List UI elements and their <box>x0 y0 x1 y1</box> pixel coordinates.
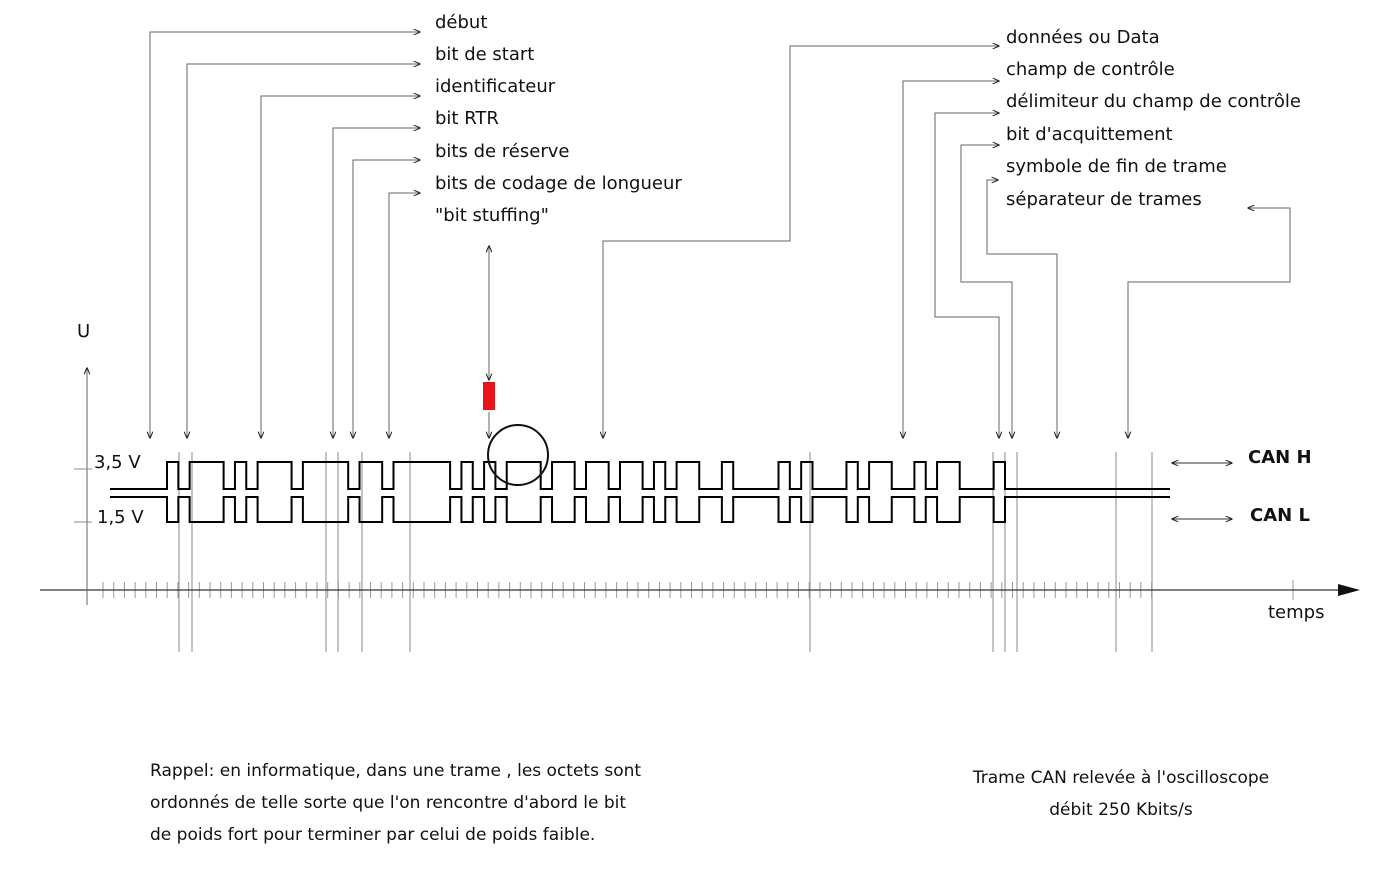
reminder-line: de poids fort pour terminer par celui de… <box>150 825 596 845</box>
caption-title: Trame CAN relevée à l'oscilloscope <box>972 768 1270 788</box>
label-bit-rtr: bit RTR <box>435 108 499 129</box>
reminder-line: Rappel: en informatique, dans une trame … <box>150 761 642 781</box>
label-delimiteur: délimiteur du champ de contrôle <box>1006 91 1301 112</box>
label-separateur: séparateur de trames <box>1006 189 1202 210</box>
label-acquittement: bit d'acquittement <box>1006 124 1173 145</box>
caption-bitrate: débit 250 Kbits/s <box>1049 800 1193 820</box>
reminder-note: Rappel: en informatique, dans une trame … <box>150 755 641 851</box>
annotation-connectors <box>150 32 1291 438</box>
time-axis-arrowhead <box>1338 584 1360 596</box>
can-l-trace <box>110 496 1170 523</box>
label-donnees: données ou Data <box>1006 27 1160 48</box>
y-axis-label: U <box>77 321 91 342</box>
connector-11 <box>1128 208 1291 438</box>
label-debut: début <box>435 12 488 33</box>
label-fin-de-trame: symbole de fin de trame <box>1006 156 1227 177</box>
connector-3 <box>333 128 420 438</box>
connector-2 <box>261 96 420 438</box>
voltage-high-label: 3,5 V <box>94 452 141 473</box>
label-bit-stuffing: "bit stuffing" <box>435 205 549 226</box>
can-h-label: CAN H <box>1248 447 1312 468</box>
label-bit-de-start: bit de start <box>435 44 535 65</box>
connector-6 <box>603 46 999 438</box>
connector-5 <box>389 193 420 438</box>
connector-1 <box>187 64 420 438</box>
reminder-line: ordonnés de telle sorte que l'on rencont… <box>150 793 627 813</box>
bit-stuffing-marker <box>483 382 495 410</box>
connector-10 <box>986 180 1057 438</box>
can-h-trace <box>110 461 1170 490</box>
vertical-guide-lines <box>178 452 1153 652</box>
bit-stuffing-circle <box>487 424 549 486</box>
connector-4 <box>353 160 420 438</box>
connector-7 <box>903 81 999 438</box>
label-champ-controle: champ de contrôle <box>1006 59 1175 80</box>
connector-8 <box>934 113 999 438</box>
label-bits-de-reserve: bits de réserve <box>435 141 570 162</box>
label-identificateur: identificateur <box>435 76 556 97</box>
caption: Trame CAN relevée à l'oscilloscope débit… <box>958 762 1284 826</box>
x-axis-label: temps <box>1268 602 1325 623</box>
connector-0 <box>150 32 420 438</box>
voltage-low-label: 1,5 V <box>97 507 144 528</box>
can-l-label: CAN L <box>1250 505 1310 526</box>
label-bits-codage-longueur: bits de codage de longueur <box>435 173 682 194</box>
